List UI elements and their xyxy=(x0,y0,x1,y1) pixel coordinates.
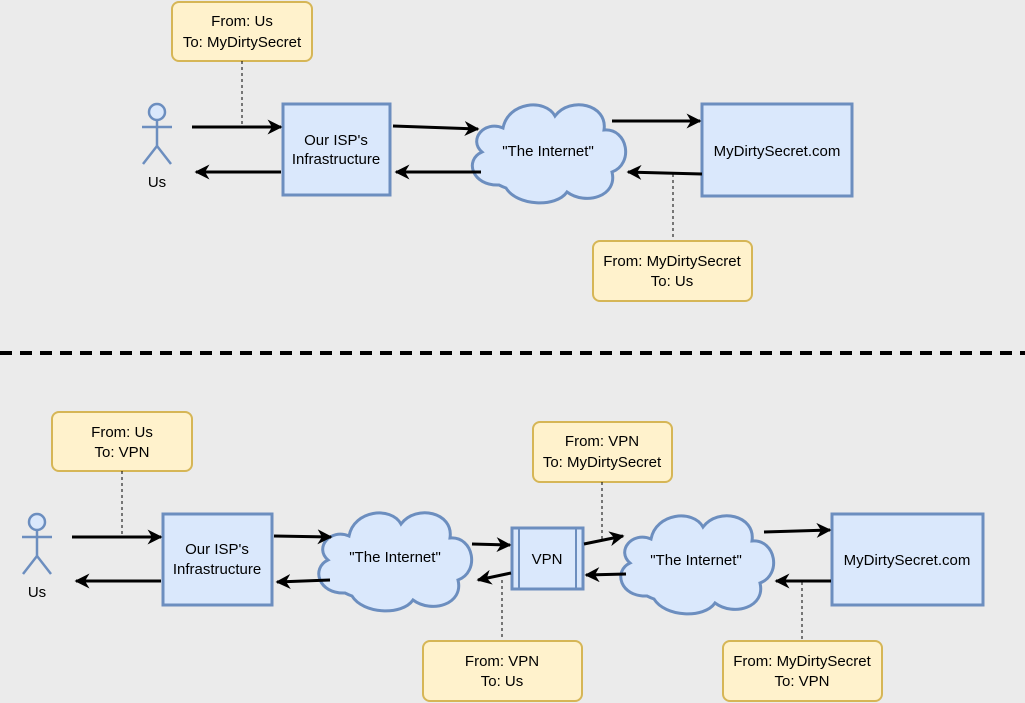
bottom-note-vpn-to-us: From: VPN To: Us xyxy=(422,640,583,702)
bottom-dest-label: MyDirtySecret.com xyxy=(844,552,971,569)
bottom-actor-us: Us xyxy=(22,512,52,601)
top-note-outbound: From: Us To: MyDirtySecret xyxy=(171,1,313,62)
bottom-internet-cloud-1: "The Internet" xyxy=(317,511,474,613)
bottom-note-us-to-vpn: From: Us To: VPN xyxy=(51,411,193,472)
top-actor-us: Us xyxy=(142,102,172,191)
top-dest-box: MyDirtySecret.com xyxy=(700,102,854,198)
top-dest-label: MyDirtySecret.com xyxy=(714,143,841,160)
bottom-arrow-internet1-to-vpn xyxy=(471,537,512,553)
bottom-note-dest-to-vpn-line2: To: VPN xyxy=(774,673,829,690)
bottom-vpn-label: VPN xyxy=(532,551,563,568)
bottom-dest-box: MyDirtySecret.com xyxy=(830,512,985,607)
bottom-note-vpn-to-dest: From: VPN To: MyDirtySecret xyxy=(532,421,673,483)
top-note-return-line1: From: MyDirtySecret xyxy=(603,253,741,270)
bottom-isp-label-line2: Infrastructure xyxy=(173,561,261,578)
bottom-isp-label-line1: Our ISP's xyxy=(185,541,249,558)
bottom-internet-cloud-2: "The Internet" xyxy=(619,514,776,616)
top-isp-label-line2: Infrastructure xyxy=(292,151,380,168)
top-note-outbound-line2: To: MyDirtySecret xyxy=(183,34,302,51)
actor-head-icon xyxy=(27,512,47,532)
bottom-note-vpn-to-us-line2: To: Us xyxy=(481,673,524,690)
top-note-return: From: MyDirtySecret To: Us xyxy=(592,240,753,302)
top-internet-cloud: "The Internet" xyxy=(470,103,628,205)
top-arrow-dest-to-internet xyxy=(626,164,703,180)
top-arrow-isp-to-internet xyxy=(392,121,480,137)
bottom-vpn-box: VPN xyxy=(510,526,585,591)
top-isp-box: Our ISP's Infrastructure xyxy=(281,102,392,197)
bottom-arrow-vpn-to-internet1 xyxy=(476,569,512,585)
bottom-arrow-internet2-to-dest xyxy=(763,522,832,538)
bottom-actor-label: Us xyxy=(28,584,46,601)
bottom-arrow-vpn-to-internet2 xyxy=(583,531,625,547)
bottom-internet-1-label: "The Internet" xyxy=(349,549,441,566)
bottom-note-us-to-vpn-line1: From: Us xyxy=(91,424,153,441)
top-actor-label: Us xyxy=(148,174,166,191)
bottom-arrow-isp-to-internet1 xyxy=(273,529,333,545)
bottom-isp-box: Our ISP's Infrastructure xyxy=(161,512,274,607)
top-isp-label-line1: Our ISP's xyxy=(304,132,368,149)
bottom-note-us-to-vpn-line2: To: VPN xyxy=(94,444,149,461)
bottom-note-dest-to-vpn: From: MyDirtySecret To: VPN xyxy=(722,640,883,702)
top-note-outbound-line1: From: Us xyxy=(211,13,273,30)
bottom-note-vpn-to-dest-line1: From: VPN xyxy=(565,433,639,450)
bottom-note-vpn-to-us-line1: From: VPN xyxy=(465,653,539,670)
bottom-diagram: From: Us To: VPN Us Our ISP's Infrastruc… xyxy=(22,411,985,702)
bottom-internet-2-label: "The Internet" xyxy=(650,552,742,569)
bottom-note-vpn-to-dest-line2: To: MyDirtySecret xyxy=(543,454,662,471)
bottom-arrow-internet2-to-vpn xyxy=(584,567,627,583)
actor-head-icon xyxy=(147,102,167,122)
bottom-note-dest-to-vpn-line1: From: MyDirtySecret xyxy=(733,653,871,670)
bottom-arrow-internet1-to-isp xyxy=(275,573,331,589)
top-note-return-line2: To: Us xyxy=(651,273,694,290)
top-internet-label: "The Internet" xyxy=(502,143,594,160)
top-diagram: From: Us To: MyDirtySecret Us Our ISP's … xyxy=(142,1,854,302)
